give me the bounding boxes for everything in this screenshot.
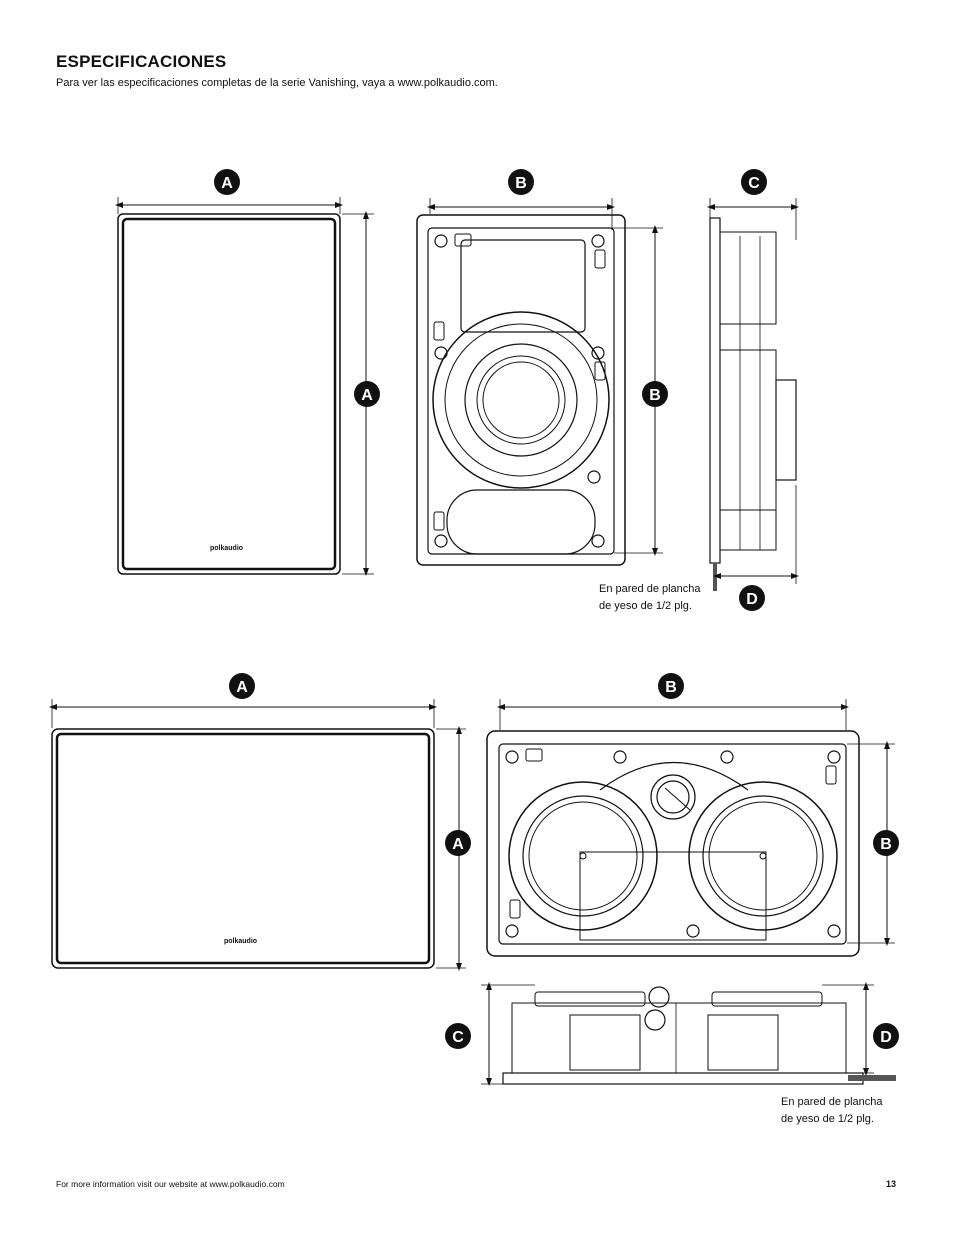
grille-logo: polkaudio: [210, 545, 243, 552]
badge-a-top: A: [214, 169, 240, 195]
badge-a-bottom-top: A: [229, 673, 255, 699]
drywall-note-bottom: En pared de plancha de yeso de 1/2 plg.: [781, 1094, 883, 1128]
svg-text:D: D: [880, 1029, 892, 1046]
vertical-speaker-side-view: [709, 217, 797, 591]
badge-b-side: B: [642, 381, 668, 407]
svg-text:A: A: [236, 679, 248, 696]
svg-text:A: A: [221, 175, 233, 192]
horizontal-speaker-front-view: [486, 730, 860, 957]
intro-text: Para ver las especificaciones completas …: [56, 77, 498, 89]
vertical-speaker-front-view: [416, 214, 626, 566]
drywall-note-line2: de yeso de 1/2 plg.: [599, 600, 692, 612]
drywall-note-line2: de yeso de 1/2 plg.: [781, 1113, 874, 1125]
badge-c-bottom: C: [445, 1023, 471, 1049]
vertical-grille-front-view: polkaudio: [117, 213, 341, 575]
drywall-note-line1: En pared de plancha: [599, 583, 701, 595]
badge-b-bottom-top: B: [658, 673, 684, 699]
svg-text:B: B: [665, 679, 677, 696]
page-number: 13: [886, 1179, 897, 1189]
badge-a-side: A: [354, 381, 380, 407]
svg-text:B: B: [649, 387, 661, 404]
svg-text:D: D: [746, 591, 758, 608]
drywall-note-line1: En pared de plancha: [781, 1096, 883, 1108]
horizontal-grille-front-view: polkaudio: [51, 728, 435, 969]
grille-logo: polkaudio: [224, 938, 257, 945]
horizontal-speaker-side-view: [502, 986, 896, 1085]
svg-text:A: A: [452, 836, 464, 853]
svg-text:A: A: [361, 387, 373, 404]
svg-text:C: C: [748, 175, 760, 192]
badge-d-top: D: [739, 585, 765, 611]
svg-text:B: B: [880, 836, 892, 853]
page-title: ESPECIFICACIONES: [56, 52, 227, 71]
badge-b-top: B: [508, 169, 534, 195]
badge-a-bottom-side: A: [445, 830, 471, 856]
badge-b-bottom-side: B: [873, 830, 899, 856]
footer-website-text: For more information visit our website a…: [56, 1179, 285, 1189]
badge-d-bottom: D: [873, 1023, 899, 1049]
svg-text:B: B: [515, 175, 527, 192]
svg-text:C: C: [452, 1029, 464, 1046]
badge-c-top: C: [741, 169, 767, 195]
drywall-note-top: En pared de plancha de yeso de 1/2 plg.: [599, 581, 701, 615]
